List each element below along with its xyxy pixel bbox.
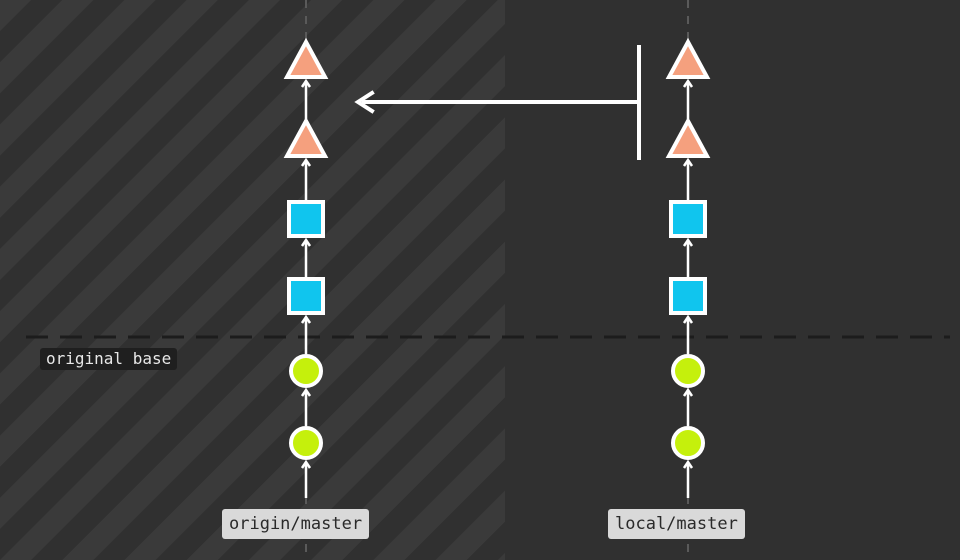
local-arrow-head-3 — [682, 237, 694, 247]
local-arrow-head-4 — [682, 157, 694, 167]
origin-arrow-head-4 — [300, 157, 312, 167]
origin-arrow-head-0 — [300, 459, 312, 469]
origin-commit-triangle-5 — [283, 116, 329, 158]
origin-arrow-head-3 — [300, 237, 312, 247]
origin-arrow-head-1 — [300, 387, 312, 397]
origin-commit-circle-1 — [289, 426, 323, 460]
local-arrow-head-5 — [682, 78, 694, 88]
local-arrow-head-0 — [682, 459, 694, 469]
local-arrow-head-2 — [682, 314, 694, 324]
local-master-branch-label: local/master — [608, 509, 745, 539]
rebase-arrow — [354, 45, 641, 160]
local-commit-circle-2 — [671, 354, 705, 388]
origin-commit-square-4 — [287, 200, 325, 238]
origin-arrow-head-2 — [300, 314, 312, 324]
origin-commit-square-3 — [287, 277, 325, 315]
origin-commit-triangle-6 — [283, 37, 329, 79]
local-commit-square-3 — [669, 277, 707, 315]
origin-arrow-head-5 — [300, 78, 312, 88]
origin-region — [0, 0, 505, 560]
local-arrow-head-1 — [682, 387, 694, 397]
origin-commit-circle-2 — [289, 354, 323, 388]
rebase-arrow-head — [354, 90, 375, 114]
original-base-label: original base — [40, 348, 178, 370]
local-commit-triangle-5 — [665, 116, 711, 158]
origin-master-branch-label: origin/master — [222, 509, 370, 539]
local-commit-triangle-6 — [665, 37, 711, 79]
local-commit-circle-1 — [671, 426, 705, 460]
local-commit-square-4 — [669, 200, 707, 238]
